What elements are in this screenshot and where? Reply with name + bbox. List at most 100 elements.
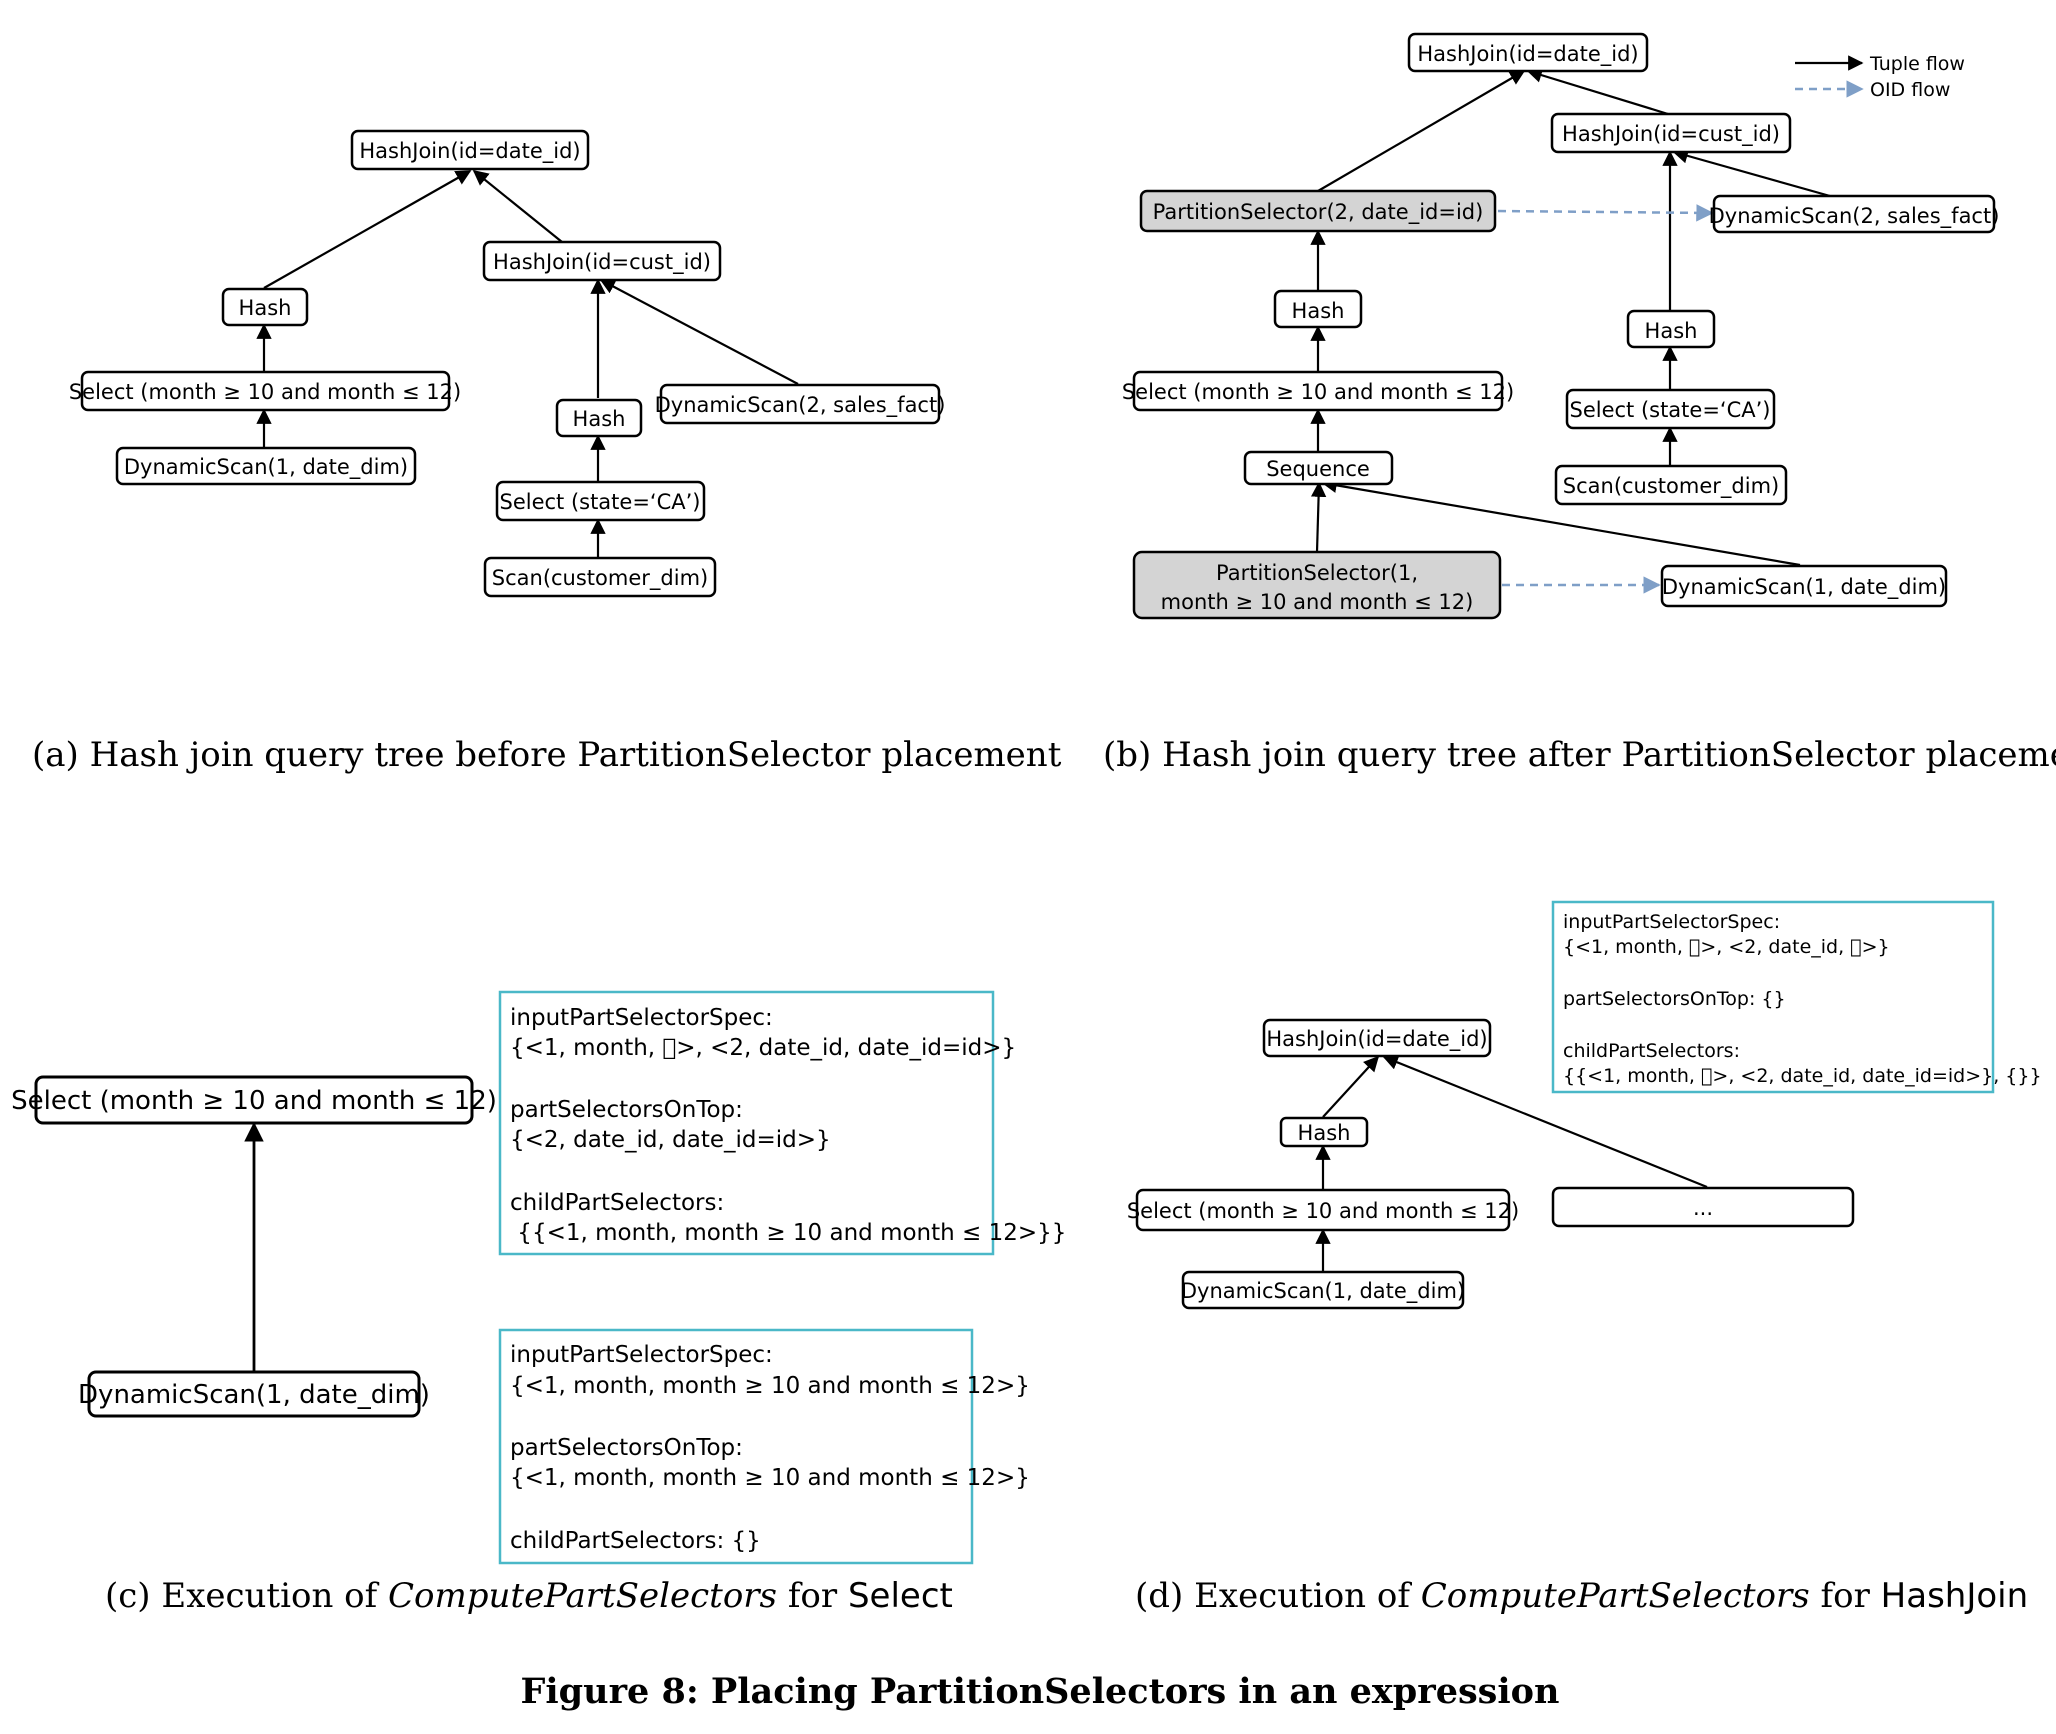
caption-prefix: (c) Execution of <box>105 1576 380 1616</box>
node-label: HashJoin(id=cust_id) <box>1562 122 1780 147</box>
node-label: HashJoin(id=date_id) <box>1266 1027 1487 1052</box>
spec-line: partSelectorsOnTop: <box>510 1435 743 1461</box>
node-b-select-month: Select (month ≥ 10 and month ≤ 12) <box>1122 370 1514 412</box>
legend: Tuple flow OID flow <box>1795 53 1965 101</box>
spec-line: {<2, date_id, date_id=id>} <box>510 1127 831 1153</box>
node-a-dynscan-date: DynamicScan(1, date_dim) <box>115 446 417 486</box>
node-label: PartitionSelector(1, <box>1216 561 1418 585</box>
node-label: month ≥ 10 and month ≤ 12) <box>1161 590 1474 614</box>
edge-b-partsel2-to-hashjoin <box>1317 70 1526 192</box>
node-b-hashjoin-date: HashJoin(id=date_id) <box>1407 32 1649 73</box>
panel-b: Tuple flow OID flow HashJoin(id=date_id) <box>1103 32 2056 775</box>
node-label: Select (month ≥ 10 and month ≤ 12) <box>69 380 461 404</box>
node-b-hashjoin-cust: HashJoin(id=cust_id) <box>1550 112 1792 154</box>
node-c-dynscan-date: DynamicScan(1, date_dim) <box>78 1370 430 1418</box>
node-label: Select (state=‘CA’) <box>499 490 700 514</box>
node-label: DynamicScan(1, date_dim) <box>1181 1279 1465 1304</box>
spec-line: {{<1, month, month ≥ 10 and month ≤ 12>}… <box>510 1220 1066 1246</box>
legend-tuple-flow-label: Tuple flow <box>1869 53 1965 75</box>
node-label: Select (state=‘CA’) <box>1569 398 1770 422</box>
spec-line: partSelectorsOnTop: <box>510 1097 743 1123</box>
node-label: Hash <box>573 407 626 431</box>
caption-prefix: (d) Execution of <box>1135 1576 1412 1616</box>
spec-line: inputPartSelectorSpec: <box>510 1005 773 1031</box>
caption-op: HashJoin <box>1881 1576 2029 1616</box>
node-d-select-month: Select (month ≥ 10 and month ≤ 12) <box>1127 1188 1519 1232</box>
node-a-hash-cust: Hash <box>555 398 643 438</box>
edge-b-hashjoincust-to-hashjoin <box>1526 67 1669 116</box>
node-label: Select (month ≥ 10 and month ≤ 12) <box>1122 380 1514 404</box>
spec-line: childPartSelectors: {} <box>510 1528 761 1554</box>
node-label: Hash <box>1292 299 1345 323</box>
panel-c: Select (month ≥ 10 and month ≤ 12) Dynam… <box>11 990 1066 1616</box>
node-label: HashJoin(id=date_id) <box>359 139 580 164</box>
panel-d-caption: (d) Execution of ComputePartSelectors fo… <box>1135 1576 2028 1616</box>
edge-a-hashjoincust-to-hashjoin <box>472 170 563 243</box>
legend-oid-flow-label: OID flow <box>1870 79 1950 101</box>
edge-b-partsel1-to-sequence <box>1310 481 1327 553</box>
caption-op: Select <box>848 1576 953 1616</box>
node-a-select-month: Select (month ≥ 10 and month ≤ 12) <box>69 370 461 412</box>
node-b-dynscan-date: DynamicScan(1, date_dim) <box>1660 564 1948 608</box>
panel-d: HashJoin(id=date_id) Hash Select (month … <box>1127 900 2042 1616</box>
node-a-dynscan-sales: DynamicScan(2, sales_fact) <box>655 383 946 425</box>
node-d-dynscan-date: DynamicScan(1, date_dim) <box>1181 1270 1465 1310</box>
caption-italic: ComputePartSelectors <box>388 1576 777 1616</box>
spec-line: {<1, month, ⃠>, <2, date_id, ⃠>} <box>1563 936 1890 958</box>
panel-b-caption: (b) Hash join query tree after Partition… <box>1103 735 2056 775</box>
spec-box-c-bottom: inputPartSelectorSpec: {<1, month, month… <box>498 1328 1030 1565</box>
node-b-sequence: Sequence <box>1243 450 1394 486</box>
panel-d-edges <box>1315 1055 1708 1272</box>
node-label: Select (month ≥ 10 and month ≤ 12) <box>11 1086 497 1116</box>
caption-suffix: for <box>1821 1576 1871 1616</box>
node-label: HashJoin(id=cust_id) <box>493 250 711 275</box>
node-label: DynamicScan(1, date_dim) <box>1662 575 1946 600</box>
spec-line: childPartSelectors: <box>510 1190 724 1216</box>
spec-line: {<1, month, month ≥ 10 and month ≤ 12>} <box>510 1373 1030 1399</box>
node-a-select-state: Select (state=‘CA’) <box>495 480 706 522</box>
node-label: Scan(customer_dim) <box>492 566 708 591</box>
node-label: Scan(customer_dim) <box>1563 474 1779 499</box>
edge-a-dynsales-to-hashjoincust <box>599 279 799 385</box>
node-b-partsel-2: PartitionSelector(2, date_id=id) <box>1139 189 1497 233</box>
spec-line: inputPartSelectorSpec: <box>510 1342 773 1368</box>
caption-italic: ComputePartSelectors <box>1421 1576 1810 1616</box>
node-a-hashjoin-cust: HashJoin(id=cust_id) <box>482 240 722 282</box>
node-a-hashjoin-date: HashJoin(id=date_id) <box>350 129 590 171</box>
node-label: DynamicScan(2, sales_fact) <box>655 393 946 418</box>
node-b-hash-cust: Hash <box>1626 309 1716 349</box>
panel-c-caption: (c) Execution of ComputePartSelectors fo… <box>105 1576 953 1616</box>
spec-line: childPartSelectors: <box>1563 1040 1740 1062</box>
node-label: HashJoin(id=date_id) <box>1417 42 1638 67</box>
spec-line: inputPartSelectorSpec: <box>1563 911 1780 933</box>
panel-a-edges <box>256 170 799 558</box>
panel-a: HashJoin(id=date_id) Hash Select (month … <box>32 129 1062 775</box>
spec-line: {{<1, month, ⃠>, <2, date_id, date_id=id… <box>1563 1065 2042 1087</box>
spec-line: {<1, month, month ≥ 10 and month ≤ 12>} <box>510 1465 1030 1491</box>
oid-edge-partsel2-to-dynsales <box>1497 204 1714 222</box>
node-a-scan-customer: Scan(customer_dim) <box>483 556 717 598</box>
spec-box-c-top: inputPartSelectorSpec: {<1, month, ⃠>, <… <box>498 990 1066 1256</box>
caption-suffix: for <box>788 1576 838 1616</box>
node-label: PartitionSelector(2, date_id=id) <box>1153 200 1484 225</box>
node-label: Hash <box>239 296 292 320</box>
node-b-dynscan-sales: DynamicScan(2, sales_fact) <box>1709 194 1999 234</box>
panel-a-caption: (a) Hash join query tree before Partitio… <box>32 735 1062 775</box>
node-label: ... <box>1693 1196 1713 1220</box>
edge-a-hash-to-hashjoin <box>263 170 472 289</box>
node-label: Hash <box>1298 1121 1351 1145</box>
figure-title: Figure 8: Placing PartitionSelectors in … <box>521 1671 1560 1712</box>
edge-d-hash-to-hashjoin <box>1322 1055 1380 1118</box>
node-d-hash: Hash <box>1279 1116 1369 1148</box>
node-b-hash: Hash <box>1273 289 1363 329</box>
node-d-hashjoin-date: HashJoin(id=date_id) <box>1262 1018 1492 1058</box>
node-c-select-month: Select (month ≥ 10 and month ≤ 12) <box>11 1075 497 1125</box>
node-label: Select (month ≥ 10 and month ≤ 12) <box>1127 1199 1519 1223</box>
node-label: DynamicScan(1, date_dim) <box>124 455 408 480</box>
node-label: DynamicScan(1, date_dim) <box>78 1380 430 1410</box>
node-b-partsel-1: PartitionSelector(1, month ≥ 10 and mont… <box>1132 550 1502 620</box>
node-label: Hash <box>1645 319 1698 343</box>
spec-line: partSelectorsOnTop: {} <box>1563 988 1786 1010</box>
spec-box-d: inputPartSelectorSpec: {<1, month, ⃠>, <… <box>1551 900 2042 1094</box>
